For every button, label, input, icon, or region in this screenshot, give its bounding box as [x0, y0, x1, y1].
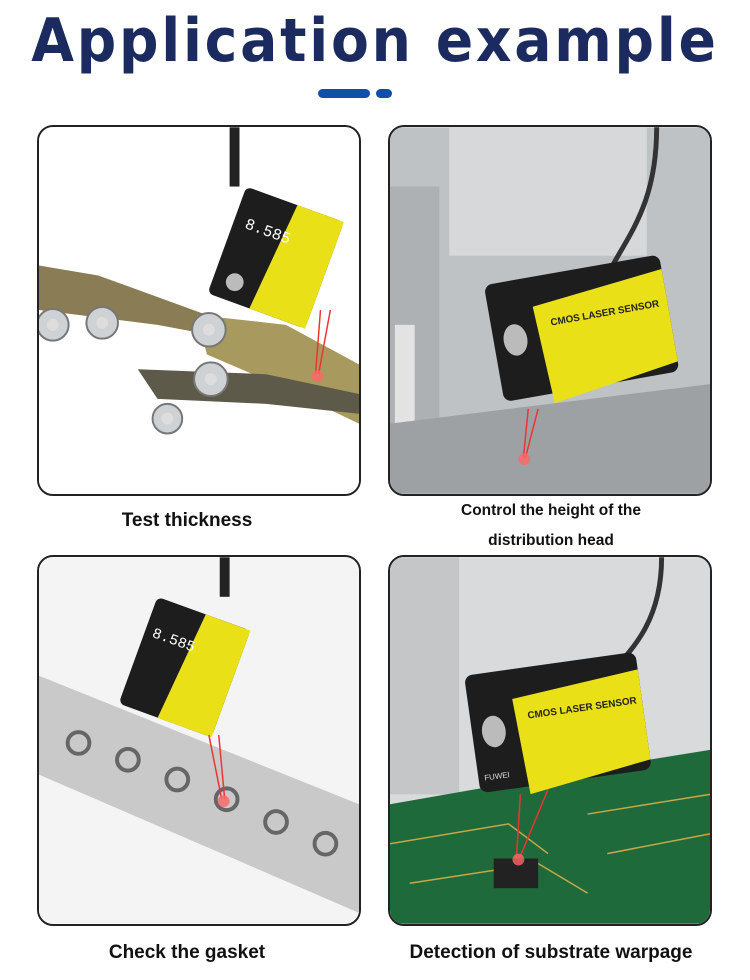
sensor-brand: FUWEI [484, 770, 510, 782]
page-title: Application example [31, 6, 719, 76]
caption-check-gasket: Check the gasket [108, 942, 266, 963]
caption-distribution-head: Control the height of the distribution h… [388, 496, 714, 556]
caption-line-1: Control the height of the [461, 502, 641, 519]
title-underline-dash [318, 89, 370, 98]
caption-line-2: distribution head [488, 532, 614, 549]
example-image-gasket: 8.585 [37, 555, 361, 926]
caption-substrate-warpage: Detection of substrate warpage [409, 942, 693, 963]
example-image-distribution-head: CMOS LASER SENSOR [388, 125, 712, 496]
caption-test-thickness: Test thickness [121, 510, 253, 531]
title-underline-dot [376, 89, 392, 98]
example-image-test-thickness: 8.585 [37, 125, 361, 496]
example-image-substrate-warpage: CMOS LASER SENSOR FUWEI [388, 555, 712, 926]
